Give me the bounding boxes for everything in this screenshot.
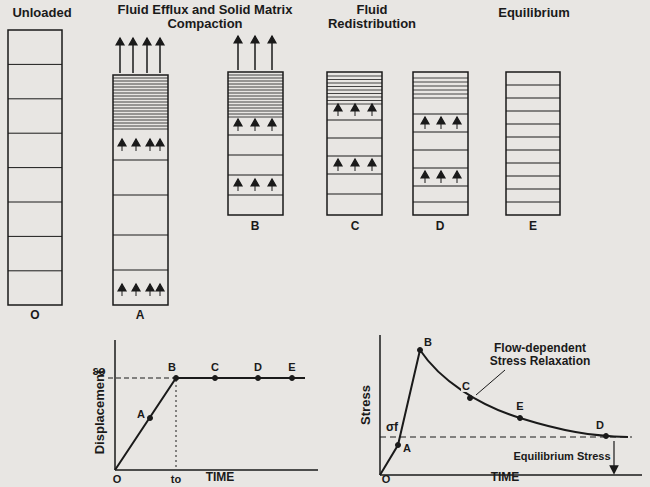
figure-label: D bbox=[436, 220, 445, 233]
figure-label: O bbox=[30, 309, 39, 322]
figure-label: Unloaded bbox=[12, 6, 71, 20]
axis-title: Stress bbox=[359, 385, 373, 425]
displacement-graph bbox=[108, 340, 318, 470]
figure-label: A bbox=[136, 309, 145, 322]
figure-label: D bbox=[254, 361, 262, 373]
tissue-columns bbox=[8, 30, 560, 305]
figure-label: Fluid Efflux and Solid Matrix Compaction bbox=[100, 3, 310, 32]
figure-label: E bbox=[288, 361, 295, 373]
stress-graph bbox=[380, 335, 642, 475]
figure-label: Equilibrium bbox=[498, 6, 570, 20]
figure-label: C bbox=[351, 220, 360, 233]
figure-label: B bbox=[168, 361, 176, 373]
figure-label: E bbox=[515, 400, 524, 412]
figure-label: TIME bbox=[206, 472, 235, 485]
figure-label: B bbox=[424, 336, 432, 348]
figure-label: Equilibrium Stress bbox=[512, 450, 611, 462]
figure-label: Flow-dependent Stress Relaxation bbox=[485, 342, 595, 368]
figure-label: O bbox=[382, 473, 391, 485]
figure-label: C bbox=[461, 380, 471, 392]
figure-label: E bbox=[529, 220, 537, 233]
figure-label: TIME bbox=[491, 472, 520, 485]
figure-label: Fluid Redistribution bbox=[317, 3, 427, 32]
figure-label: A bbox=[137, 408, 145, 420]
axis-title: Displacement bbox=[93, 370, 107, 455]
figure-label: O bbox=[113, 473, 122, 485]
figure-label: to bbox=[171, 473, 181, 485]
figure-label: D bbox=[595, 419, 605, 431]
figure-label: σf bbox=[385, 421, 399, 434]
figure-label: A bbox=[403, 442, 411, 454]
figure-label: C bbox=[211, 361, 219, 373]
figure-label: B bbox=[251, 220, 260, 233]
figure-label: εo bbox=[92, 365, 105, 378]
